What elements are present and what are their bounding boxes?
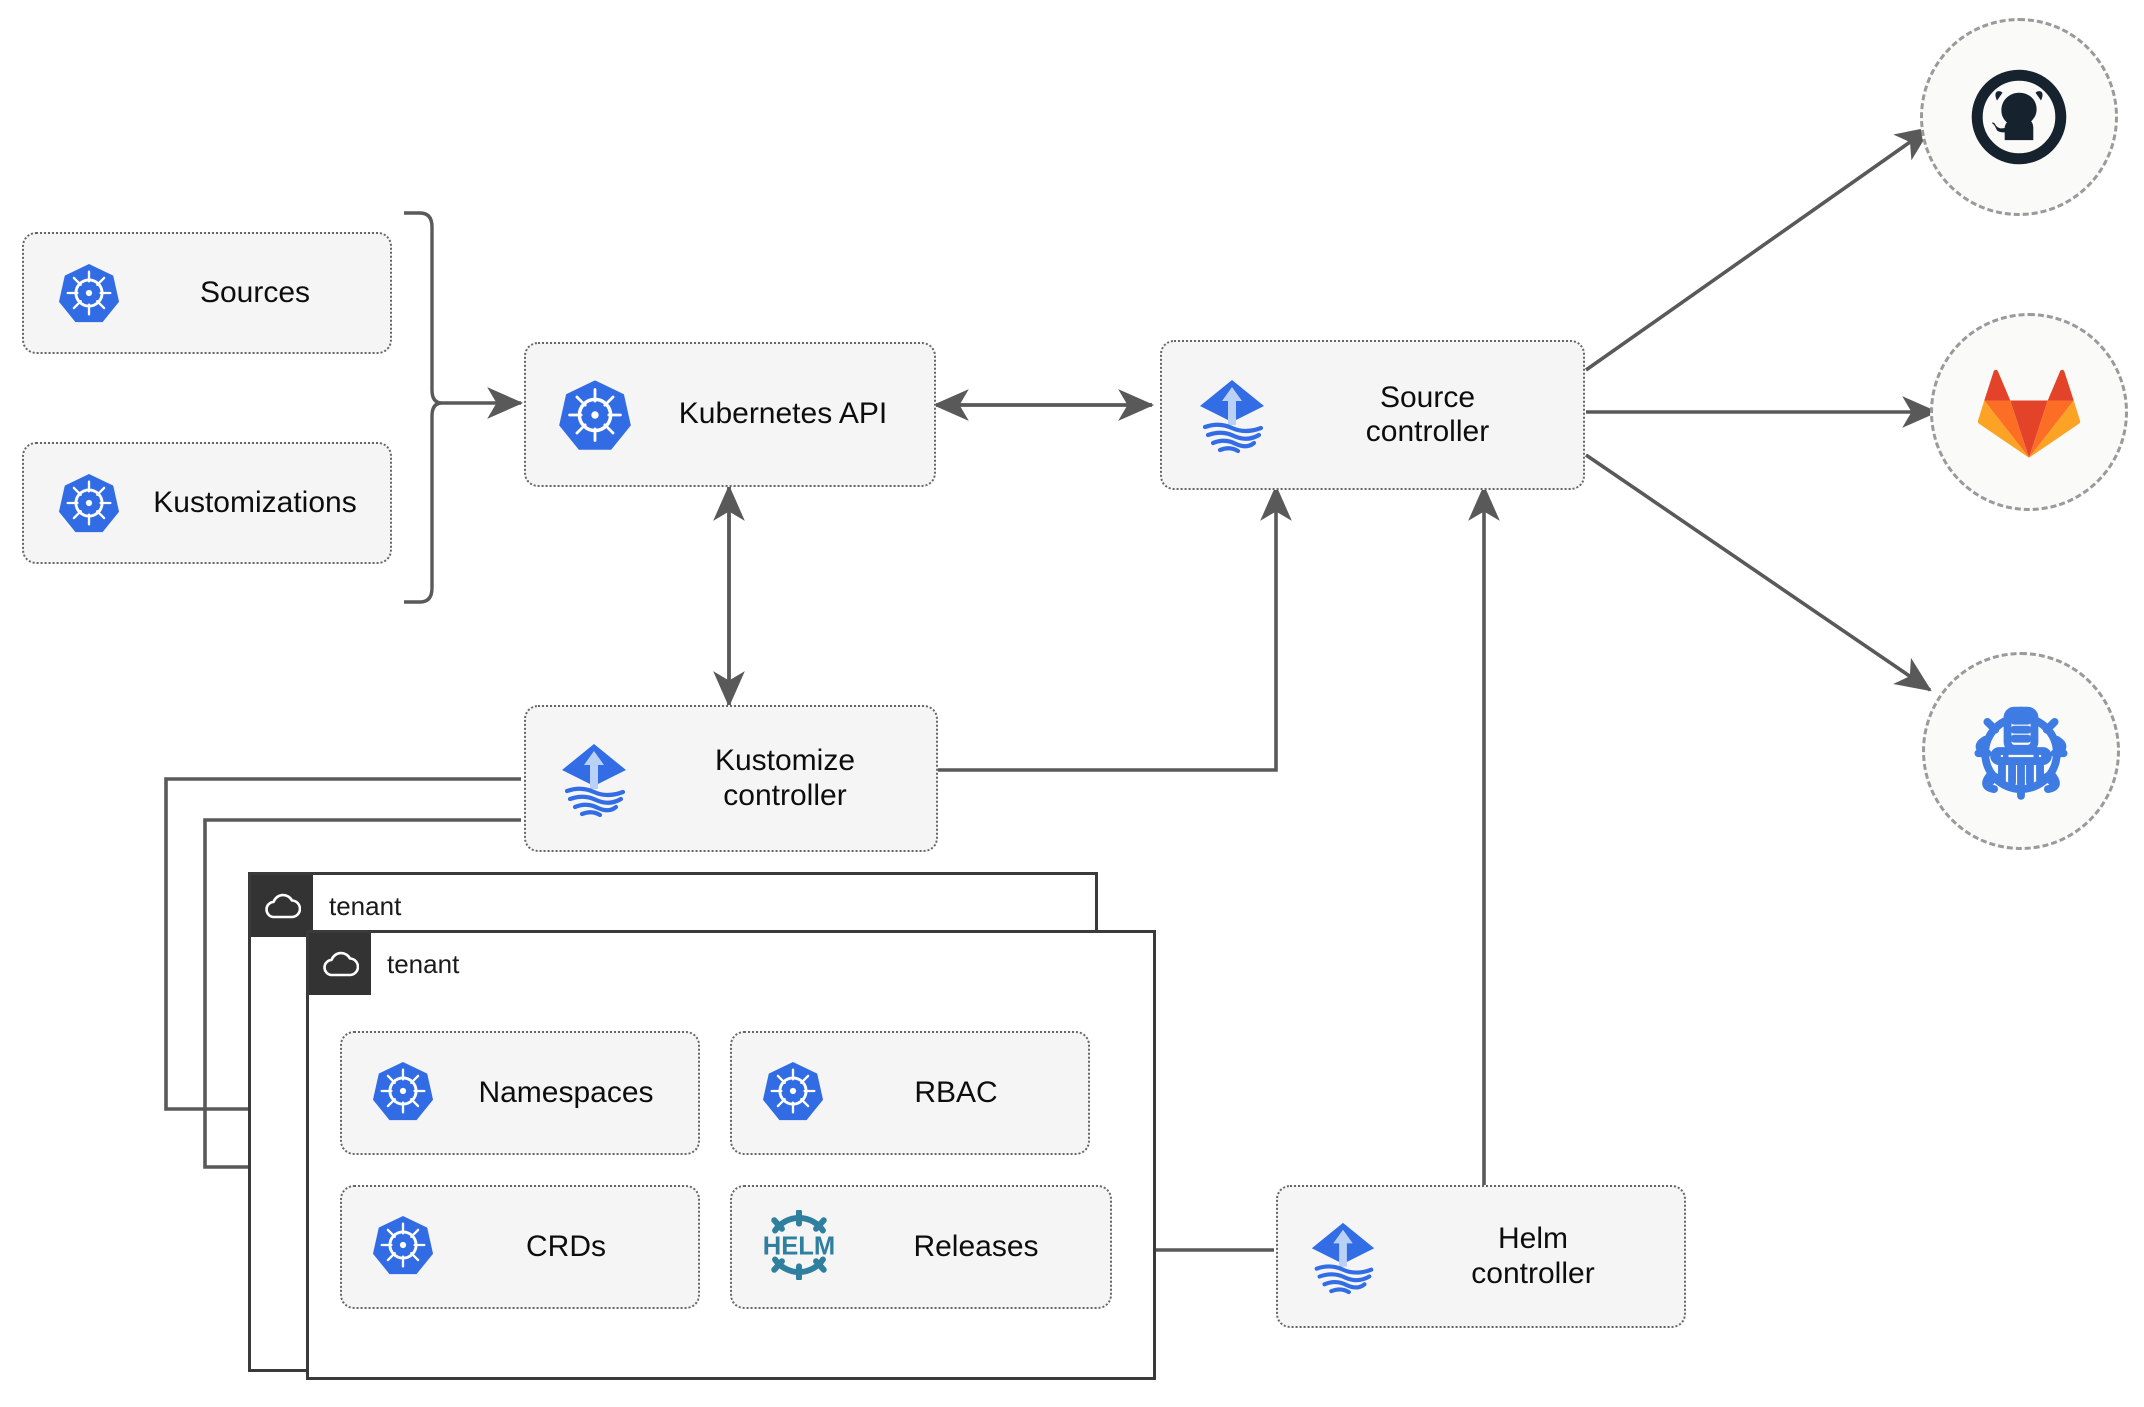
helm-icon: HELM (756, 1208, 842, 1285)
kubernetes-icon (372, 1214, 434, 1281)
kubernetes-icon (58, 472, 120, 534)
harbor-icon (1965, 695, 2077, 807)
kubernetes-icon (372, 1060, 434, 1127)
tenant-resource-crds[interactable]: CRDs (340, 1185, 700, 1309)
node-label-kubernetes-api: Kubernetes API (678, 397, 888, 431)
resource-box-sources[interactable]: Sources (22, 232, 392, 354)
github-icon (1964, 62, 2074, 172)
flux-icon (554, 739, 634, 819)
tenant-resource-rbac[interactable]: RBAC (730, 1031, 1090, 1155)
tenant-resource-label-namespaces: Namespaces (478, 1076, 654, 1109)
tenant-resource-label-crds: CRDs (526, 1230, 606, 1263)
provider-github[interactable] (1920, 18, 2118, 216)
resource-label-sources: Sources (199, 275, 311, 309)
gitlab-icon (1977, 362, 2081, 462)
node-label-helm-controller: Helm controller (1471, 1222, 1595, 1290)
provider-gitlab[interactable] (1930, 313, 2128, 511)
flux-icon (1192, 375, 1272, 455)
tenant-label-front: tenant (387, 949, 460, 979)
kubernetes-icon (58, 262, 120, 324)
tenant-container-front[interactable]: tenant (306, 930, 1156, 1380)
brace-resources (404, 211, 443, 604)
tenant-resource-releases[interactable]: HELM Releases (730, 1185, 1112, 1309)
tenant-label-back: tenant (329, 891, 402, 921)
tenant-resource-label-releases: Releases (913, 1230, 1039, 1263)
edge-source-to-harbor (1584, 453, 1932, 692)
edge-source-to-github (1584, 126, 1932, 372)
kubernetes-icon (558, 378, 632, 452)
node-kustomize-controller[interactable]: Kustomize controller (524, 705, 938, 852)
node-label-source-controller: Source controller (1365, 380, 1490, 449)
resource-label-kustomizations: Kustomizations (153, 485, 357, 519)
node-kubernetes-api[interactable]: Kubernetes API (524, 342, 936, 487)
cloud-icon (309, 933, 371, 995)
node-helm-controller[interactable]: Helm controller (1276, 1185, 1686, 1328)
node-label-kustomize-controller: Kustomize controller (714, 744, 856, 812)
cloud-icon (251, 875, 313, 937)
svg-text:HELM: HELM (763, 1232, 836, 1260)
kubernetes-icon (762, 1060, 824, 1127)
node-source-controller[interactable]: Source controller (1160, 340, 1585, 490)
tenant-resource-namespaces[interactable]: Namespaces (340, 1031, 700, 1155)
resource-box-kustomizations[interactable]: Kustomizations (22, 442, 392, 564)
flux-icon (1304, 1218, 1382, 1296)
provider-harbor[interactable] (1922, 652, 2120, 850)
edge-kustomize-to-source (938, 484, 1292, 772)
tenant-resource-label-rbac: RBAC (914, 1076, 998, 1109)
